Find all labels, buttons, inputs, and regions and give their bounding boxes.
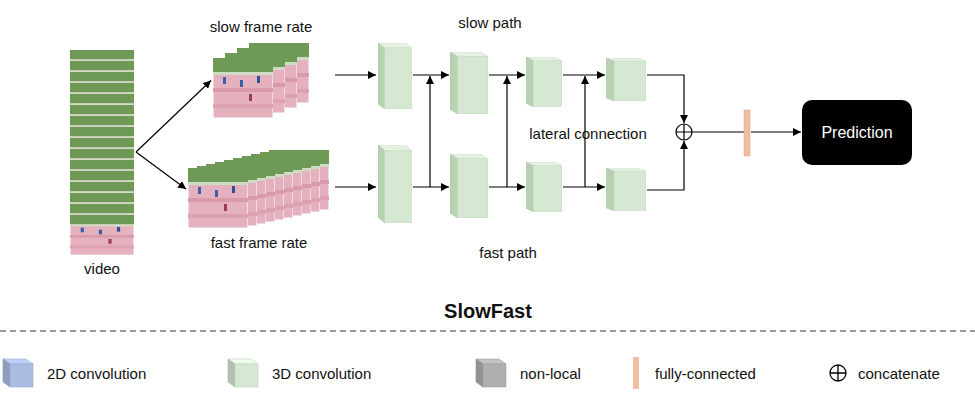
connection-label: lateral connection <box>529 125 647 142</box>
flow-arrow <box>335 74 376 75</box>
fast-frames <box>188 150 329 228</box>
lateral-arrow <box>506 76 507 187</box>
symbol-cross <box>830 365 846 381</box>
flow-arrow <box>647 141 684 190</box>
conv3d-block <box>526 162 562 212</box>
legend-cube-swatch <box>228 359 258 387</box>
symbol-circle <box>830 365 846 381</box>
prediction-box: Prediction <box>802 100 912 165</box>
fc-bar <box>744 110 750 156</box>
video-stack: video <box>68 48 136 256</box>
slow-frame-stack: slow frame rate <box>211 41 311 120</box>
stack-caption: fast frame rate <box>211 234 308 251</box>
legend-text: non-local <box>520 365 581 382</box>
concatenate-symbol <box>676 124 692 140</box>
concatenate-symbol <box>829 364 847 382</box>
legend-cube-swatch <box>3 359 33 387</box>
conv3d-block <box>606 168 646 211</box>
flow-arrow <box>136 152 186 189</box>
diagram-title: SlowFast <box>444 300 532 323</box>
conv3d-block <box>526 57 562 107</box>
conv3d-block <box>450 52 488 114</box>
swatch-front <box>483 364 506 387</box>
video-frame <box>213 58 273 118</box>
legend-cube-swatch <box>476 359 506 387</box>
path-label: slow path <box>458 14 521 31</box>
box-text: Prediction <box>821 124 892 142</box>
flow-line <box>692 131 744 132</box>
conv3d-block <box>378 145 412 223</box>
separator-line <box>0 330 975 332</box>
legend-text: 2D convolution <box>47 365 146 382</box>
swatch-side <box>3 359 10 387</box>
conv3d-block <box>606 58 646 101</box>
video-frame <box>188 168 248 228</box>
slow-frames <box>213 43 309 118</box>
swatch-front <box>10 364 33 387</box>
flow-arrow <box>647 75 684 123</box>
swatch-side <box>476 359 483 387</box>
flow-arrow <box>335 186 376 187</box>
swatch-front <box>235 364 258 387</box>
flow-arrow <box>413 74 449 75</box>
fast-frame-stack: fast frame rate <box>186 148 332 230</box>
swatch-bar <box>633 357 639 389</box>
legend-text: concatenate <box>858 365 940 382</box>
flow-arrow <box>136 81 211 153</box>
conv3d-block <box>378 43 412 109</box>
flow-arrow <box>563 186 605 187</box>
lateral-arrow <box>429 76 430 187</box>
video-frame <box>70 215 134 255</box>
conv3d-block <box>450 154 488 218</box>
stack-caption: video <box>84 260 120 277</box>
legend-text: fully-connected <box>655 365 756 382</box>
flow-arrow <box>563 74 605 75</box>
legend-text: 3D convolution <box>272 365 371 382</box>
legend-bar-swatch <box>633 357 639 389</box>
flow-arrow <box>489 74 525 75</box>
path-label: fast path <box>479 244 537 261</box>
flow-arrow <box>413 186 449 187</box>
flow-arrows <box>335 75 801 190</box>
swatch-side <box>228 359 235 387</box>
stack-caption: slow frame rate <box>210 18 313 35</box>
flow-arrow <box>751 131 801 132</box>
video-frames <box>70 50 134 255</box>
